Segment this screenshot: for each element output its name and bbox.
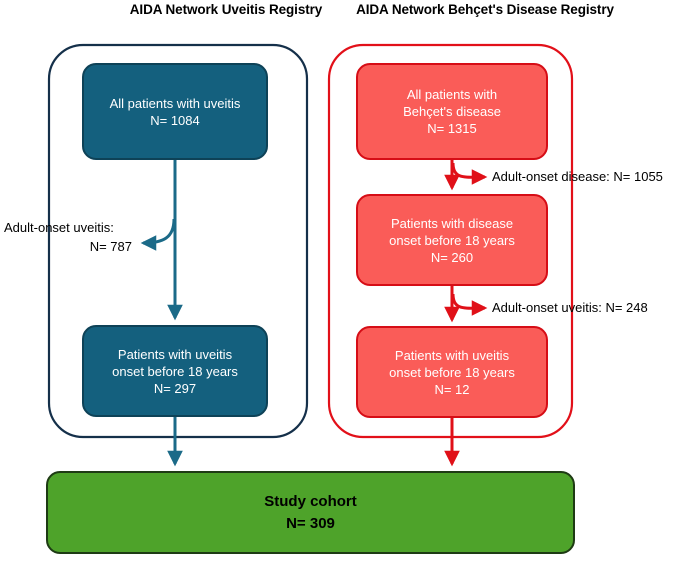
behcet-registry-title-line2: Disease Registry bbox=[506, 2, 614, 17]
node-uveitis-onset-before-18-count: N= 297 bbox=[153, 380, 197, 396]
node-behcet-disease-onset-before-18: Patients with disease onset before 18 ye… bbox=[356, 194, 548, 286]
connector-exclusion-adult-uveitis-right bbox=[451, 293, 488, 316]
node-study-cohort: Study cohort N= 309 bbox=[46, 471, 575, 554]
node-behcet-disease-onset-before-18-line1: Patients with disease bbox=[390, 215, 514, 231]
uveitis-registry-title-line2: Uveitis Registry bbox=[221, 2, 323, 17]
node-behcet-uveitis-onset-before-18-line2: onset before 18 years bbox=[389, 364, 515, 380]
node-all-patients-behcet: All patients with Behçet's disease N= 13… bbox=[356, 63, 548, 160]
node-uveitis-onset-before-18-line1: Patients with uveitis bbox=[117, 346, 233, 362]
exclusion-label-adult-onset-uveitis-left: Adult-onset uveitis: N= 787 bbox=[4, 218, 132, 256]
node-all-patients-uveitis: All patients with uveitis N= 1084 bbox=[82, 63, 268, 160]
node-all-patients-behcet-line1: All patients with bbox=[406, 87, 498, 102]
node-all-patients-uveitis-line1: All patients with uveitis bbox=[109, 95, 241, 111]
exclusion-label-adult-onset-uveitis-left-count: N= 787 bbox=[89, 239, 132, 254]
exclusion-label-adult-onset-uveitis-left-line1: Adult-onset uveitis: bbox=[4, 220, 114, 235]
exclusion-label-adult-onset-uveitis-right-text: Adult-onset uveitis: N= 248 bbox=[492, 300, 648, 315]
node-all-patients-behcet-line2: Behçet's disease bbox=[403, 104, 501, 119]
node-behcet-disease-onset-before-18-line2: onset before 18 years bbox=[389, 232, 515, 248]
exclusion-label-adult-onset-disease-text: Adult-onset disease: N= 1055 bbox=[492, 169, 663, 184]
exclusion-label-adult-onset-disease: Adult-onset disease: N= 1055 bbox=[492, 167, 663, 186]
uveitis-registry-title-line1: AIDA Network bbox=[129, 2, 219, 17]
node-all-patients-behcet-count: N= 1315 bbox=[427, 121, 477, 136]
node-uveitis-onset-before-18-line2: onset before 18 years bbox=[112, 363, 238, 379]
behcet-registry-title-line1: AIDA Network Behçet's bbox=[356, 2, 504, 17]
exclusion-label-adult-onset-uveitis-right: Adult-onset uveitis: N= 248 bbox=[492, 298, 648, 317]
node-behcet-disease-onset-before-18-count: N= 260 bbox=[430, 249, 474, 265]
connector-exclusion-adult-disease-right bbox=[451, 162, 488, 185]
node-behcet-uveitis-onset-before-18-count: N= 12 bbox=[434, 381, 470, 397]
node-study-cohort-label: Study cohort bbox=[264, 492, 357, 510]
node-uveitis-onset-before-18: Patients with uveitis onset before 18 ye… bbox=[82, 325, 268, 417]
node-all-patients-uveitis-count: N= 1084 bbox=[150, 112, 200, 128]
uveitis-registry-title: AIDA Network Uveitis Registry bbox=[96, 2, 356, 18]
behcet-registry-title: AIDA Network Behçet's Disease Registry bbox=[352, 2, 618, 18]
node-behcet-uveitis-onset-before-18: Patients with uveitis onset before 18 ye… bbox=[356, 326, 548, 418]
node-study-cohort-count: N= 309 bbox=[286, 514, 335, 532]
connector-exclusion-adult-uveitis-left bbox=[140, 218, 176, 251]
node-behcet-uveitis-onset-before-18-line1: Patients with uveitis bbox=[394, 347, 510, 363]
uveitis-registry-container bbox=[47, 43, 309, 439]
